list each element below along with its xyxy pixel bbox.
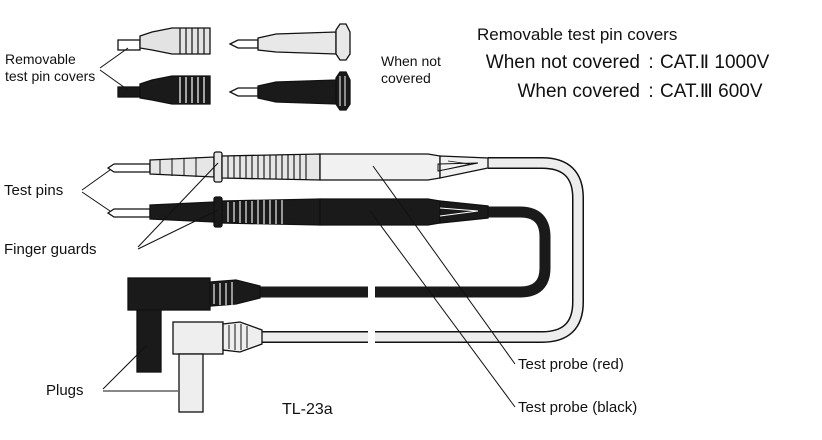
plug-black — [127, 277, 261, 373]
finger-guard-black — [213, 196, 223, 228]
cable-black — [258, 206, 551, 301]
uncovered-label-line1: When not — [381, 53, 441, 69]
finger-guard-red — [213, 151, 223, 183]
label-test-pins: Test pins — [4, 182, 63, 199]
pin-cover-black — [117, 75, 211, 105]
label-plugs: Plugs — [46, 382, 84, 399]
label-finger-guards: Finger guards — [4, 241, 97, 258]
rating-covered-value: CAT.Ⅲ 600V — [660, 81, 763, 102]
rating-covered-label: When covered — [517, 81, 640, 102]
test-probe-red — [106, 151, 489, 183]
uncovered-probe-red — [228, 23, 351, 61]
label-test-probe-red: Test probe (red) — [518, 356, 624, 373]
cable-red — [262, 157, 584, 346]
rating-title: Removable test pin covers — [477, 25, 677, 44]
rating-uncovered-value: CAT.Ⅱ 1000V — [660, 52, 770, 73]
uncovered-probe-black — [228, 71, 351, 111]
main-leader-lines — [81, 162, 516, 408]
label-test-probe-black: Test probe (black) — [518, 399, 637, 416]
cover-leader-lines — [99, 47, 129, 91]
uncovered-label-line2: covered — [381, 70, 431, 86]
pin-cover-red — [117, 27, 211, 55]
rating-separator-2: : — [648, 81, 653, 102]
rating-uncovered-label: When not covered — [486, 52, 640, 73]
test-probe-black — [106, 196, 489, 228]
cover-label-line2: test pin covers — [5, 68, 95, 84]
plug-red — [172, 321, 263, 413]
rating-separator-1: : — [648, 52, 653, 73]
cover-label-line1: Removable — [5, 51, 76, 67]
model-label: TL-23a — [282, 401, 333, 418]
